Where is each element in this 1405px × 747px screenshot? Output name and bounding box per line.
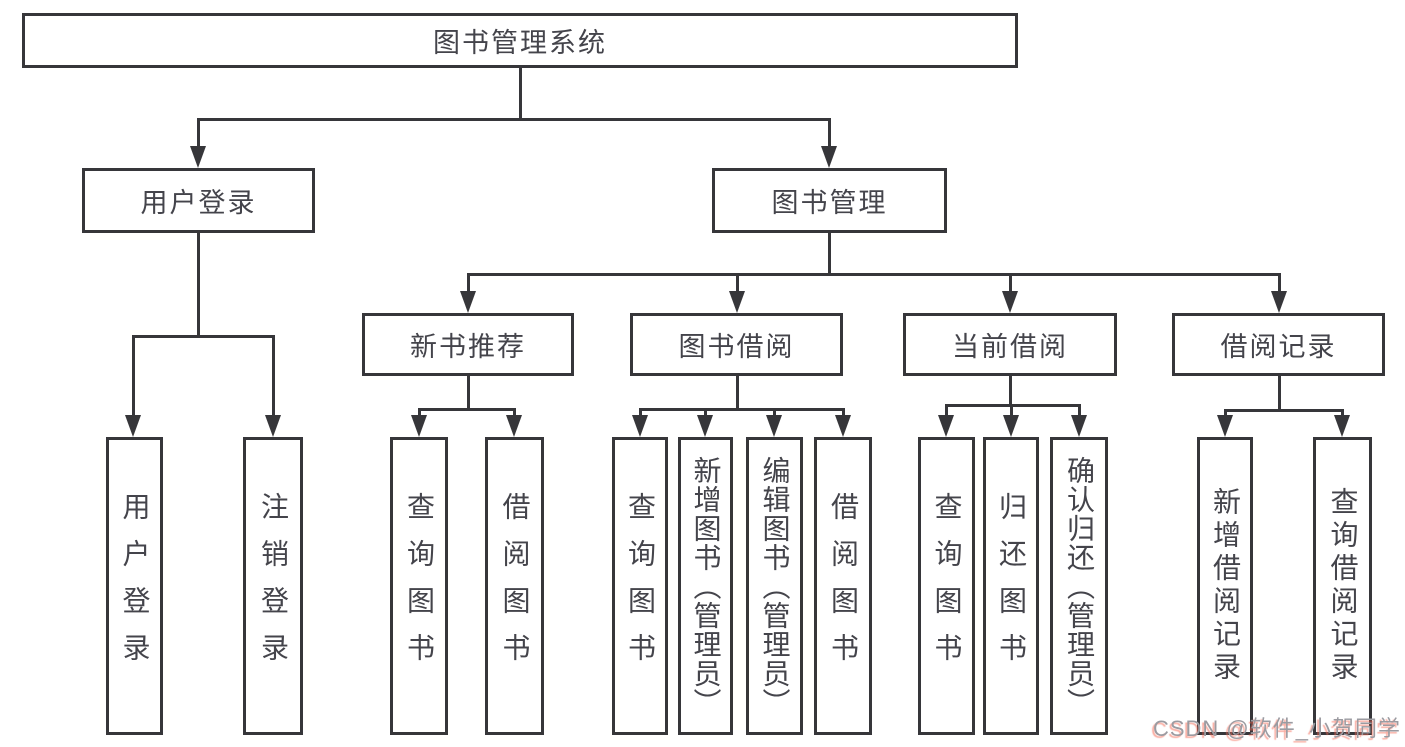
node-leaf-add-borrow-record-label: 新增借阅记录 [1210, 487, 1241, 685]
arrow-to-leaf-return-book [1003, 415, 1019, 437]
connector-borrowrecord-drop [1278, 273, 1281, 291]
connector-currentborrow-stub [1009, 376, 1012, 404]
arrow-to-book-mgmt [821, 146, 837, 168]
node-leaf-edit-book: 编辑图书（管理员） [746, 437, 803, 735]
arrow-to-leaf-query-book-rec [411, 415, 427, 437]
arrow-to-borrow-record [1271, 291, 1287, 313]
connector-bookborrow-stub [736, 376, 739, 408]
arrow-to-leaf-query-book-borrow [632, 415, 648, 437]
connector-bookmgmt-drop [828, 118, 831, 148]
node-leaf-borrow-book-rec-label: 借阅图书 [499, 492, 531, 680]
arrow-to-leaf-borrow-book-borrow [835, 415, 851, 437]
node-leaf-borrow-book-borrow: 借阅图书 [814, 437, 872, 735]
node-book-mgmt-label: 图书管理 [771, 188, 888, 218]
node-leaf-query-book-current-label: 查询图书 [931, 492, 963, 680]
node-leaf-user-login-label: 用户登录 [119, 492, 151, 680]
connector-leaf-borrowbookrec-drop [513, 408, 516, 417]
node-leaf-add-book: 新增图书（管理员） [678, 437, 733, 735]
node-leaf-borrow-book-borrow-label: 借阅图书 [828, 492, 859, 680]
arrow-to-leaf-borrow-book-rec [506, 415, 522, 437]
node-new-book-rec: 新书推荐 [362, 313, 574, 376]
connector-leaf-addrecord-drop [1224, 409, 1227, 417]
node-user-login: 用户登录 [82, 168, 315, 233]
connector-leaf-querybookcurrent-drop [945, 404, 948, 417]
connector-currentborrow-hline [945, 404, 1081, 407]
node-root: 图书管理系统 [22, 13, 1018, 68]
node-leaf-borrow-book-rec: 借阅图书 [485, 437, 544, 735]
node-leaf-logout: 注销登录 [243, 437, 303, 735]
arrow-to-leaf-edit-book [766, 415, 782, 437]
node-leaf-logout-label: 注销登录 [258, 492, 289, 680]
node-leaf-confirm-return-label: 确认归还（管理员） [1064, 455, 1095, 717]
arrow-to-leaf-query-book-current [938, 415, 954, 437]
arrow-to-leaf-confirm-return [1071, 415, 1087, 437]
connector-userlogin-stub [197, 233, 200, 335]
node-leaf-query-book-borrow: 查询图书 [612, 437, 668, 735]
node-leaf-query-book-borrow-label: 查询图书 [625, 492, 656, 680]
node-leaf-edit-book-label: 编辑图书（管理员） [759, 455, 791, 717]
node-leaf-add-borrow-record: 新增借阅记录 [1197, 437, 1253, 735]
connector-bookmgmt-stub [828, 233, 831, 273]
node-user-login-label: 用户登录 [140, 188, 257, 218]
connector-borrowrecord-stub [1278, 376, 1281, 409]
connector-leaf-userlogin-drop [132, 335, 135, 415]
node-book-borrow: 图书借阅 [630, 313, 843, 376]
node-leaf-add-book-label: 新增图书（管理员） [690, 455, 722, 717]
connector-newbookrec-stub [467, 376, 470, 408]
connector-newbookrec-hline [418, 408, 516, 411]
arrow-to-book-borrow [729, 291, 745, 313]
node-borrow-record: 借阅记录 [1172, 313, 1385, 376]
connector-root-stub [519, 68, 522, 118]
node-new-book-rec-label: 新书推荐 [410, 332, 526, 362]
connector-root-hline [197, 118, 831, 121]
arrow-to-new-book-rec [460, 291, 476, 313]
connector-leaf-editbook-drop [773, 408, 776, 417]
arrow-to-leaf-add-book [697, 415, 713, 437]
csdn-watermark: CSDN @软件_小贺同学 [1152, 716, 1401, 741]
connector-leaf-querybookrec-drop [418, 408, 421, 417]
connector-borrowrecord-hline [1224, 409, 1344, 412]
connector-leaf-queryrecord-drop [1341, 409, 1344, 417]
arrow-to-leaf-query-borrow-record [1334, 415, 1350, 437]
connector-leaf-returnbook-drop [1010, 404, 1013, 417]
node-leaf-user-login: 用户登录 [106, 437, 163, 735]
node-leaf-query-book-current: 查询图书 [918, 437, 975, 735]
node-leaf-return-book: 归还图书 [983, 437, 1039, 735]
connector-userlogin-drop [197, 118, 200, 148]
arrow-to-leaf-user-login [125, 415, 141, 437]
connector-leaf-borrowbookborrow-drop [842, 408, 845, 417]
arrow-to-user-login [190, 146, 206, 168]
node-borrow-record-label: 借阅记录 [1220, 332, 1337, 362]
arrow-to-leaf-add-borrow-record [1217, 415, 1233, 437]
connector-bookborrow-hline [639, 408, 845, 411]
connector-bookmgmt-hline [467, 273, 1281, 276]
arrow-to-leaf-logout [265, 415, 281, 437]
node-current-borrow-label: 当前借阅 [952, 332, 1068, 362]
node-leaf-confirm-return: 确认归还（管理员） [1050, 437, 1108, 735]
node-leaf-query-borrow-record: 查询借阅记录 [1313, 437, 1372, 735]
connector-currentborrow-drop [1009, 273, 1012, 291]
node-leaf-query-borrow-record-label: 查询借阅记录 [1327, 487, 1359, 685]
node-current-borrow: 当前借阅 [903, 313, 1117, 376]
connector-leaf-querybookborrow-drop [639, 408, 642, 417]
node-leaf-query-book-rec: 查询图书 [390, 437, 448, 735]
connector-leaf-confirmreturn-drop [1078, 404, 1081, 417]
connector-leaf-logout-drop [272, 335, 275, 415]
arrow-to-current-borrow [1002, 291, 1018, 313]
connector-leaf-addbook-drop [704, 408, 707, 417]
connector-newbookrec-drop [467, 273, 470, 291]
connector-bookborrow-drop [736, 273, 739, 291]
node-root-label: 图书管理系统 [433, 28, 607, 58]
node-leaf-query-book-rec-label: 查询图书 [404, 492, 435, 680]
node-book-borrow-label: 图书借阅 [678, 332, 795, 362]
node-leaf-return-book-label: 归还图书 [996, 492, 1027, 680]
connector-userlogin-hline [132, 335, 275, 338]
node-book-mgmt: 图书管理 [712, 168, 947, 233]
